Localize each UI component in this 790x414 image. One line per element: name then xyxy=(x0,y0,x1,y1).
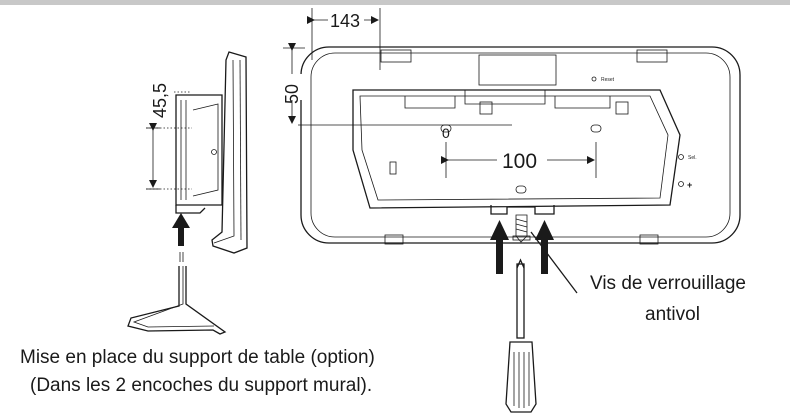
lock-screw-caption-line1: Vis de verrouillage xyxy=(590,273,746,294)
top-rule xyxy=(0,0,790,5)
stand-caption-line2: (Dans les 2 encoches du support mural). xyxy=(30,375,372,396)
dimension-label-143: 143 xyxy=(330,11,360,31)
reset-label: Reset xyxy=(601,77,615,83)
insert-arrow-left xyxy=(172,213,190,246)
dimension-label-45-5: 45,5 xyxy=(150,83,170,118)
dimension-height-side: 45,5 xyxy=(146,83,170,190)
screwdriver-icon xyxy=(505,258,537,413)
dimension-label-100: 100 xyxy=(502,150,537,173)
lock-screw-icon xyxy=(512,214,531,243)
stand-caption-line1: Mise en place du support de table (optio… xyxy=(20,347,375,368)
dimension-height-top: 50 xyxy=(280,43,305,124)
plus-label: + xyxy=(687,180,692,190)
sel-label: Sel. xyxy=(688,155,697,161)
insert-arrows-front xyxy=(490,220,554,274)
front-view-device: Reset Sel. + xyxy=(298,46,741,245)
screw-pointer-line xyxy=(530,231,578,294)
lock-screw-caption-line2: antivol xyxy=(645,304,700,325)
table-stand xyxy=(127,252,227,335)
side-view-device xyxy=(146,51,248,254)
dimension-spacing: 100 0 xyxy=(441,125,597,178)
zero-mark: 0 xyxy=(442,125,450,141)
dimension-width-top: 143 xyxy=(307,8,381,70)
dimension-label-50: 50 xyxy=(282,84,302,104)
